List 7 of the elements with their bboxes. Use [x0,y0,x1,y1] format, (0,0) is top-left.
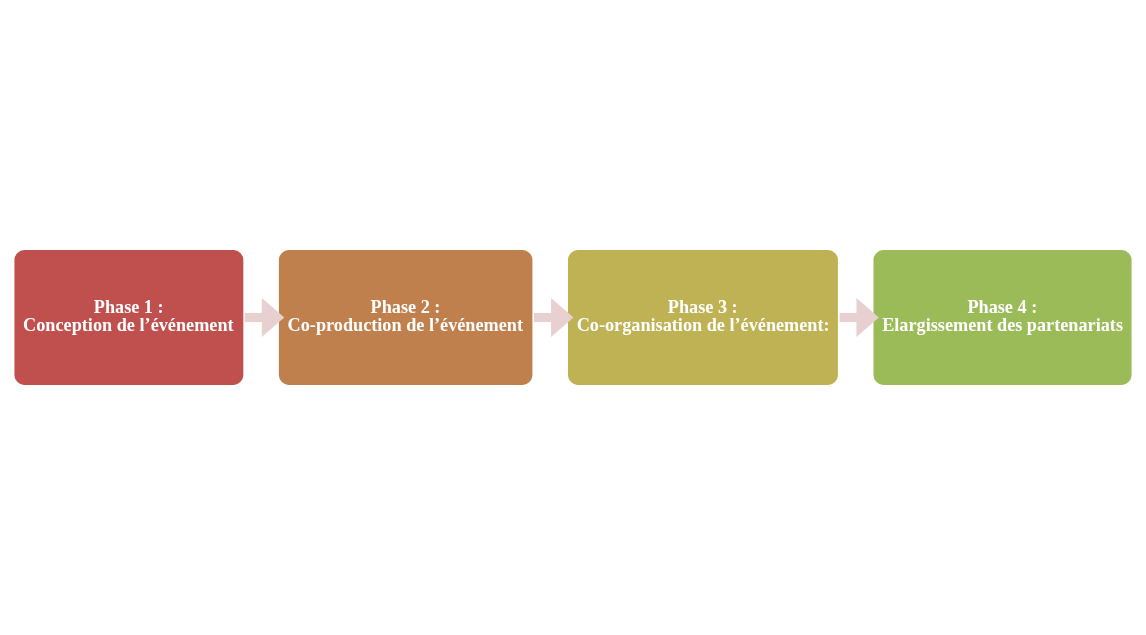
arrow [839,297,879,338]
node-box: Phase 1 : Conception de l’événement [11,247,247,388]
node-box: Phase 2 : Co-production de l’événement [276,247,536,388]
arrow [244,297,285,338]
arrow [534,297,574,338]
node-box: Phase 4 : Elargissement des partenariats [870,247,1135,388]
node-box: Phase 3 : Co-organisation de l’événement: [565,247,841,388]
